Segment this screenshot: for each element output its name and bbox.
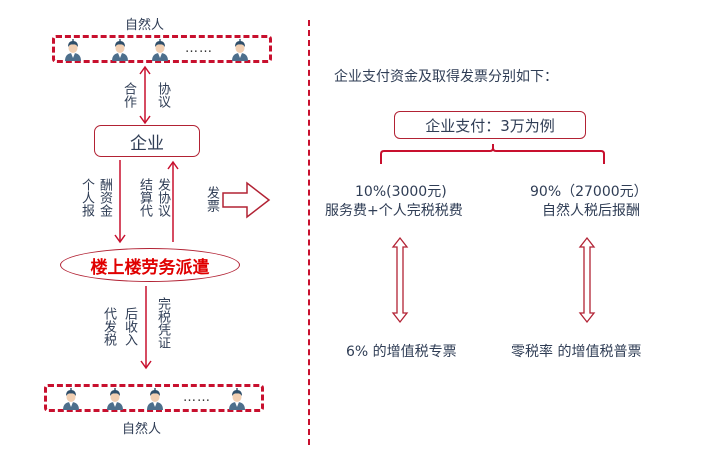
bottom-group-label: 自然人 <box>122 422 162 437</box>
agency-oval: 楼上楼劳务派遣 <box>60 248 240 282</box>
person-icon <box>227 388 247 410</box>
tax-down-arrow <box>140 286 152 370</box>
person-icon <box>63 39 83 61</box>
ellipsis: …… <box>183 390 211 405</box>
payment-box: 企业支付：3万为例 <box>394 111 586 139</box>
agency-label: 楼上楼劳务派遣 <box>90 257 210 278</box>
branch-2-result: 零税率 的增值税普票 <box>511 344 642 360</box>
top-people-group: …… <box>52 35 272 63</box>
company-box: 企业 <box>94 125 200 157</box>
payment-down-arrow <box>114 160 126 244</box>
person-icon <box>150 39 170 61</box>
person-icon <box>230 39 250 61</box>
payment-label-col2: 酬资金 <box>97 178 112 217</box>
settlement-label-col1: 结算代 <box>137 178 152 217</box>
branch-1-line2: 服务费+个人完税税费 <box>325 203 463 219</box>
agreement-label: 协议 <box>155 82 170 108</box>
person-icon <box>105 388 125 410</box>
top-group-label: 自然人 <box>125 18 165 33</box>
tax-label-col3: 完税凭证 <box>155 297 170 349</box>
company-label: 企业 <box>130 133 164 154</box>
branch-1-result: 6% 的增值税专票 <box>346 344 457 360</box>
branch-2-line2: 自然人税后报酬 <box>542 203 640 219</box>
payment-label-col1: 个人报 <box>79 178 94 217</box>
settlement-up-arrow <box>167 160 179 242</box>
branch-1-double-arrow <box>391 236 409 324</box>
tax-label-col1: 代发税 <box>101 307 116 346</box>
branch-1-line1: 10%(3000元) <box>355 184 447 200</box>
section-divider <box>308 20 310 445</box>
cooperation-label: 合作 <box>121 82 136 108</box>
invoice-arrow <box>222 181 271 219</box>
settlement-label-col2: 发协议 <box>155 178 170 217</box>
tax-label-col2: 后收入 <box>122 307 137 346</box>
ellipsis: …… <box>185 41 213 56</box>
cooperation-arrow <box>139 65 151 125</box>
bottom-people-group: …… <box>44 384 264 412</box>
right-heading: 企业支付资金及取得发票分别如下： <box>334 69 558 85</box>
branch-bracket <box>380 144 605 164</box>
person-icon <box>110 39 130 61</box>
person-icon <box>145 388 165 410</box>
branch-2-double-arrow <box>578 236 596 324</box>
payment-box-label: 企业支付：3万为例 <box>425 116 555 135</box>
branch-2-line1: 90%（27000元） <box>530 184 648 200</box>
person-icon <box>61 388 81 410</box>
invoice-label: 发票 <box>204 186 219 212</box>
